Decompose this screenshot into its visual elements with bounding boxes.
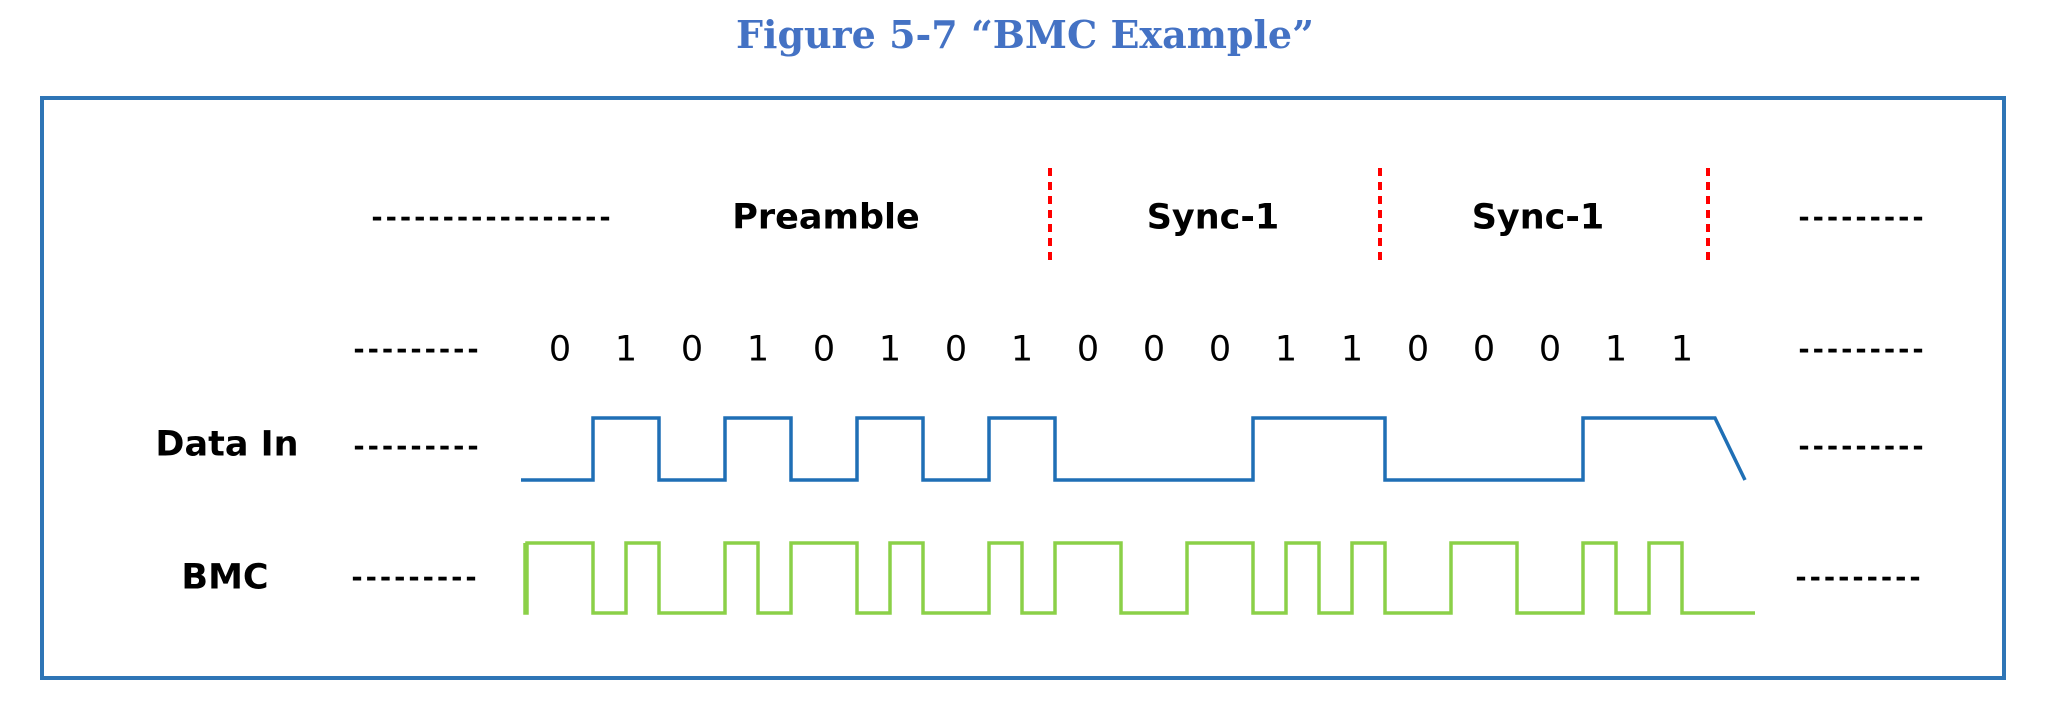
data-in-label: Data In	[155, 424, 299, 465]
bit: 1	[1604, 329, 1628, 370]
bit: 1	[1340, 329, 1364, 370]
data-in-ellipsis-left: ---------	[350, 431, 481, 463]
bmc-label: BMC	[181, 557, 269, 598]
bits-ellipsis-left: ---------	[350, 334, 481, 366]
bit: 1	[878, 329, 902, 370]
bit: 0	[1142, 329, 1166, 370]
preamble-label: Preamble	[732, 197, 920, 238]
bit: 0	[1538, 329, 1562, 370]
bit: 0	[1076, 329, 1100, 370]
bits-ellipsis-right: ---------	[1795, 334, 1926, 366]
figure-title: Figure 5-7 “BMC Example”	[736, 12, 1314, 57]
bit: 1	[1670, 329, 1694, 370]
bit: 0	[812, 329, 836, 370]
diagram-frame	[40, 96, 2006, 680]
bit: 0	[680, 329, 704, 370]
bit: 1	[614, 329, 638, 370]
bit: 0	[548, 329, 572, 370]
bit: 1	[746, 329, 770, 370]
bit: 0	[944, 329, 968, 370]
sync1-label-first: Sync-1	[1146, 197, 1280, 238]
header-ellipsis-right: ---------	[1795, 202, 1926, 234]
bmc-waveform	[523, 541, 1755, 615]
bit: 0	[1472, 329, 1496, 370]
bit: 0	[1208, 329, 1232, 370]
header-ellipsis-left: -----------------	[368, 202, 613, 234]
bit: 1	[1274, 329, 1298, 370]
data-in-waveform	[521, 416, 1747, 482]
bmc-ellipsis-right: ---------	[1792, 562, 1923, 594]
data-in-ellipsis-right: ---------	[1795, 431, 1926, 463]
bit: 0	[1406, 329, 1430, 370]
bit: 1	[1010, 329, 1034, 370]
sync1-label-second: Sync-1	[1471, 197, 1605, 238]
bmc-ellipsis-left: ---------	[348, 562, 479, 594]
